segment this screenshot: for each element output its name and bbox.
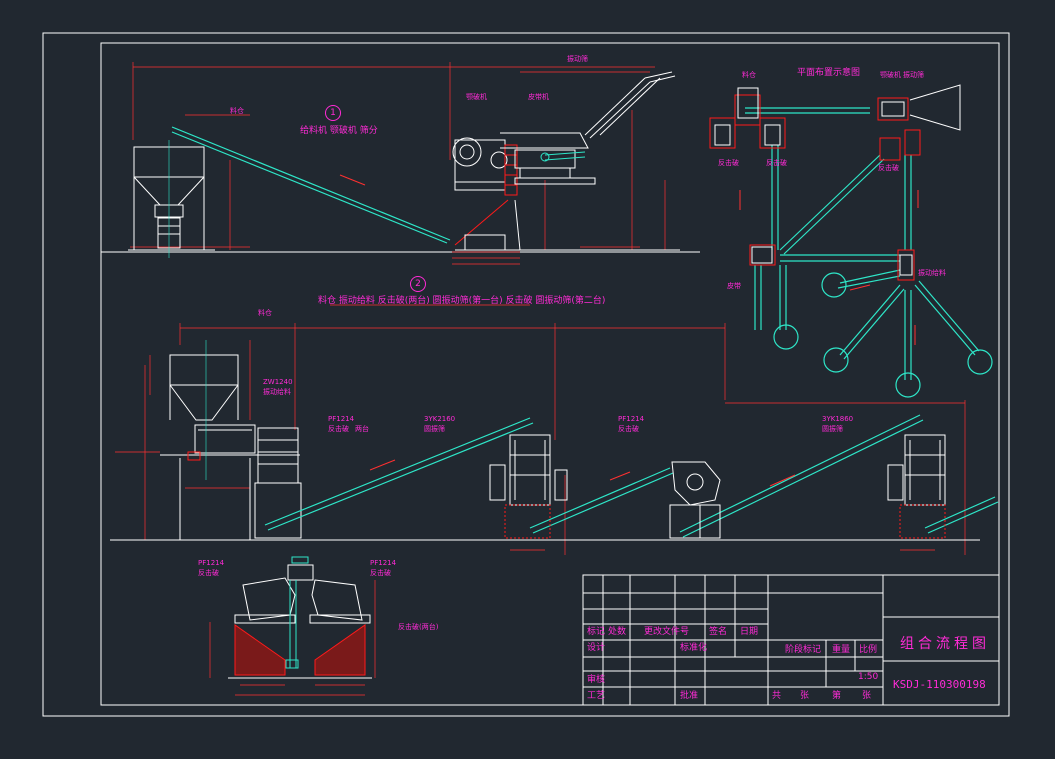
section2-number: 2 [410, 276, 426, 292]
tb-sheet-no: 第 [832, 691, 842, 701]
section2-screen1-label: 圆振筛 [424, 425, 445, 433]
section2-screen1-model: 3YK2160 [424, 415, 456, 423]
tb-stage: 阶段标记 [785, 645, 822, 655]
screen-2-base [899, 504, 946, 539]
section1-label-belt: 皮带机 [528, 93, 549, 101]
vibrating-screen-1 [489, 434, 568, 506]
section2-flow-arrows [369, 459, 796, 487]
tb-approve: 批准 [680, 691, 699, 701]
detail-crushers [228, 564, 372, 679]
detail-cyan [285, 556, 309, 669]
impact-crusher-2 [669, 461, 721, 539]
vibrating-screen-2 [887, 434, 946, 506]
plan-label-silo: 料仓 [742, 71, 756, 79]
tb-count: 处数 [608, 627, 627, 637]
tb-scale-label: 比例 [859, 645, 878, 655]
tb-sheets: 张 [800, 691, 810, 701]
plan-label-belt: 皮带 [727, 282, 741, 290]
screen-1-base [504, 504, 551, 539]
detail-right-label: 反击破 [370, 569, 391, 577]
section2-title: 料仓 振动给料 反击破(两台) 圆振动筛(第一台) 反击破 圆振动筛(第二台) [318, 296, 606, 306]
flow-arrow-1 [339, 174, 366, 186]
section2-impact1-model: PF1214 [328, 415, 355, 423]
feeder-hatch [187, 451, 201, 461]
tb-sign: 签名 [709, 627, 728, 637]
detail-dimensions [209, 580, 376, 696]
detail-left-model: PF1214 [198, 559, 225, 567]
plan-label-screen: 振动筛 [903, 71, 924, 79]
plan-equipment-white [714, 84, 961, 276]
section2-impact1-note: 两台 [355, 425, 369, 433]
plan-label-impact-1: 反击破 [718, 159, 739, 167]
detail-left-label: 反击破 [198, 569, 219, 577]
section1-label-jaw: 颚破机 [466, 93, 487, 101]
section2-process [110, 304, 999, 555]
section1-process [128, 62, 680, 265]
plan-label-jaw: 颚破机 [880, 71, 901, 79]
plan-label-vibro: 振动给料 [918, 269, 946, 277]
plan-flow-arrows [739, 190, 919, 345]
section1-number: 1 [325, 105, 341, 121]
tb-drawing-title: 组合流程图 [900, 636, 990, 652]
impact-crusher-1 [254, 427, 302, 539]
belt-conveyor-1 [171, 126, 451, 244]
section1-dimensions [130, 62, 666, 265]
section2-feeder-label: 振动给料 [263, 388, 291, 396]
plan-title: 平面布置示意图 [797, 68, 861, 78]
section2-impact2-label: 反击破 [618, 425, 639, 433]
tb-process: 工艺 [587, 691, 606, 701]
plan-view [709, 84, 993, 398]
silo-1 [128, 146, 215, 251]
tb-drawing-code: KSDJ-110300198 [893, 678, 986, 691]
section1-label-feeder: 料仓 [230, 107, 244, 115]
tb-sheet-unit: 张 [862, 691, 872, 701]
tb-review: 审核 [587, 675, 606, 685]
detail-view [209, 556, 376, 696]
section2-screen2-model: 3YK1860 [822, 415, 854, 423]
tb-date: 日期 [740, 627, 759, 637]
plan-equipment [709, 94, 921, 281]
plan-conveyors [745, 107, 993, 398]
plan-label-impact-2: 反击破 [766, 159, 787, 167]
section2-impact1-label: 反击破 [328, 425, 349, 433]
plan-label-impact-3: 反击破 [878, 164, 899, 172]
tb-weight: 重量 [832, 645, 851, 655]
tb-mark: 标记 [587, 627, 606, 637]
section2-impact2-model: PF1214 [618, 415, 645, 423]
detail-caption: 反击破(两台) [398, 623, 439, 631]
screen-1 [464, 132, 596, 251]
tb-scale: 1:50 [858, 672, 879, 682]
detail-foundation [234, 624, 366, 676]
drawing-frame [42, 32, 1010, 717]
jaw-crusher [452, 137, 508, 191]
tb-design: 设计 [587, 643, 606, 653]
section2-dimensions [115, 304, 966, 555]
section2-screen2-label: 圆振筛 [822, 425, 843, 433]
inclined-conveyor-1 [584, 71, 676, 139]
section2-silo-label: 料仓 [258, 309, 272, 317]
tb-change-doc: 更改文件号 [644, 627, 690, 637]
section1-label-screen: 振动筛 [567, 55, 588, 63]
section2-feeder-model: ZW1240 [263, 378, 293, 386]
tb-standard: 标准化 [680, 643, 708, 653]
tb-sheets-total: 共 [772, 691, 782, 701]
title-block [582, 574, 1000, 706]
silo-2 [160, 354, 300, 540]
detail-right-model: PF1214 [370, 559, 397, 567]
section1-title: 给料机 颚破机 筛分 [300, 126, 378, 136]
screen-1-cyan [540, 151, 586, 162]
jaw-crusher-hatch [454, 144, 518, 246]
